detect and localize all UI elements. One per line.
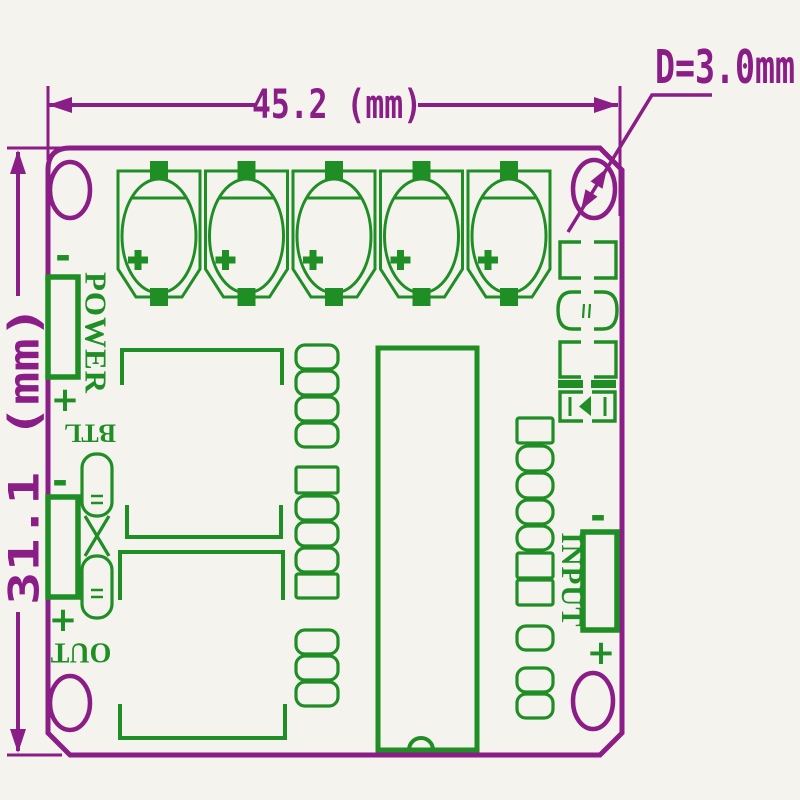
- pad: [515, 551, 555, 580]
- height-dimension-label: 31.1 (mm): [0, 305, 49, 605]
- height-dimension: 31.1 (mm): [0, 146, 62, 757]
- ic-footprint: [375, 345, 480, 753]
- pad: [294, 465, 340, 495]
- arrow-up-icon: [10, 150, 26, 174]
- power-pad: [45, 274, 81, 380]
- hole-diameter-callout: D=3.0mm: [566, 40, 795, 233]
- top-right-components: [556, 240, 619, 423]
- diode-bracket: [592, 390, 617, 423]
- trace-outlines: [118, 348, 287, 740]
- pad: [294, 572, 340, 600]
- power-minus-label: -: [55, 234, 71, 278]
- pad: [515, 524, 555, 552]
- ic-pin1-notch: [407, 736, 435, 751]
- pad: [294, 343, 340, 371]
- trace: [125, 505, 283, 539]
- btl-jumpers: BTL: [64, 419, 116, 620]
- input-connector: - + INPUT: [555, 494, 620, 673]
- pad: [515, 416, 555, 445]
- diameter-arrow-icon: [581, 189, 598, 210]
- pad: [515, 471, 555, 500]
- width-dimension-label: 45.2 (mm): [252, 82, 422, 128]
- mounting-hole-top-left: [47, 159, 93, 221]
- pad: [515, 624, 555, 652]
- mounting-hole-bottom-left: [47, 673, 93, 733]
- jumper-pad: [556, 290, 581, 331]
- arrow-left-icon: [48, 97, 72, 113]
- board-outline: [45, 145, 625, 758]
- pad: [294, 628, 340, 656]
- mounting-hole-top-right: [570, 157, 618, 221]
- pad: [294, 680, 340, 708]
- pad: [294, 421, 340, 449]
- out-minus-label: -: [52, 459, 68, 503]
- input-plus-label: +: [587, 633, 616, 673]
- leader-line: [566, 93, 712, 233]
- btl-jumper-pad: [80, 554, 114, 620]
- out-plus-label: +: [49, 600, 78, 640]
- jumper-mark-icon: [581, 303, 586, 319]
- mounting-hole-bottom-right: [570, 670, 616, 732]
- out-pad: [45, 494, 81, 600]
- jumper-mark-icon: [587, 303, 592, 319]
- arrow-right-icon: [594, 97, 618, 113]
- jumper-cross-trace: [83, 515, 111, 557]
- diode-pad: [558, 380, 583, 388]
- right-pad-column: [515, 416, 555, 720]
- diode-pad: [591, 380, 616, 388]
- out-label: OUT: [50, 637, 111, 668]
- pad: [294, 520, 340, 548]
- power-connector: - + POWER: [45, 234, 114, 420]
- pad: [515, 692, 555, 720]
- power-label: POWER: [79, 272, 114, 394]
- middle-pad-column: [294, 343, 340, 708]
- pad: [294, 546, 340, 574]
- pad: [294, 369, 340, 397]
- pad: [515, 444, 555, 473]
- pad: [515, 578, 555, 607]
- hole-diameter-label: D=3.0mm: [655, 40, 795, 94]
- trace: [118, 550, 285, 600]
- trace: [118, 704, 287, 740]
- btl-label: BTL: [64, 419, 116, 448]
- pad-bracket: [558, 240, 581, 280]
- trace: [120, 348, 284, 385]
- input-label: INPUT: [555, 532, 587, 627]
- pad-bracket: [594, 340, 618, 379]
- power-plus-label: +: [51, 380, 80, 420]
- pad-bracket: [558, 340, 581, 379]
- arrow-down-icon: [10, 729, 26, 753]
- ic-outline: [375, 345, 480, 753]
- btl-jumper-pad: [80, 452, 114, 518]
- pad: [515, 666, 555, 694]
- jumper-pad: [594, 290, 619, 331]
- pad: [294, 494, 340, 522]
- pad: [294, 395, 340, 423]
- pad-bracket: [594, 240, 618, 280]
- pad: [294, 654, 340, 682]
- diode-bracket: [558, 390, 583, 423]
- input-pad: [580, 529, 620, 633]
- out-connector: - + OUT: [45, 459, 111, 668]
- diode-triangle-icon: [579, 396, 591, 416]
- diameter-arrow-icon: [590, 168, 607, 189]
- width-dimension: 45.2 (mm): [46, 82, 622, 216]
- input-minus-label: -: [590, 494, 606, 538]
- pad: [515, 498, 555, 526]
